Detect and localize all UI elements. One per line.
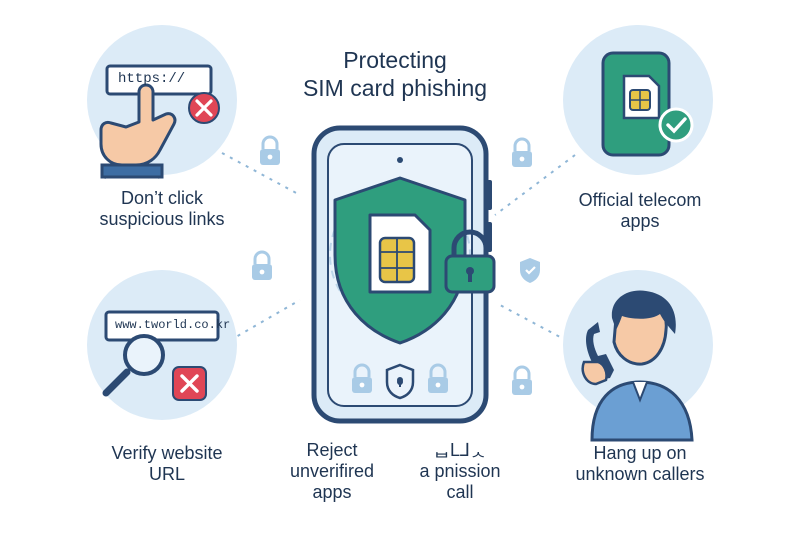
person-on-phone-icon xyxy=(581,290,694,442)
tip-reject-line-2: unverifired xyxy=(289,461,375,482)
shield-check-icon xyxy=(520,258,540,283)
telecom-illustration xyxy=(563,25,713,175)
lock-icon xyxy=(250,250,274,282)
tip-reject-line-1: Reject xyxy=(306,440,358,460)
padlock-icon xyxy=(444,229,496,294)
title-line-1: Protecting xyxy=(343,47,447,73)
website-illustration xyxy=(87,270,237,420)
tip-telecom-line-2: apps xyxy=(620,211,660,232)
error-icon xyxy=(188,92,220,124)
error-icon xyxy=(172,366,207,401)
tip-permission-label: ᆸL⅃ᆺ a pnission call xyxy=(395,440,525,504)
links-illustration xyxy=(87,25,237,180)
check-icon xyxy=(658,107,694,143)
callers-illustration xyxy=(563,270,713,442)
tip-permission-line-2: a pnission xyxy=(419,461,501,482)
tip-website-line-2: URL xyxy=(148,464,185,485)
tip-permission-line-1: ᆸL⅃ᆺ xyxy=(433,440,487,460)
tip-reject-line-3: apps xyxy=(312,482,352,503)
keyhole-shield-icon xyxy=(385,363,415,400)
tip-reject-label: Reject unverifired apps xyxy=(272,440,392,504)
tip-links-line-1: Don’t click xyxy=(120,188,204,208)
sim-card-icon xyxy=(368,213,432,294)
title-line-2: SIM card phishing xyxy=(302,75,488,102)
url-text-links: https:// xyxy=(118,71,186,87)
lock-icon xyxy=(510,365,534,397)
tip-website-line-1: Verify website xyxy=(111,443,223,463)
tip-links-line-2: suspicious links xyxy=(99,209,225,230)
lock-icon xyxy=(510,137,534,169)
center-phone xyxy=(311,125,496,424)
url-text-website: www.tworld.co.kr xyxy=(115,318,231,332)
tip-telecom-line-1: Official telecom xyxy=(578,190,702,210)
tip-website-label: Verify website URL xyxy=(82,443,252,485)
dotted-connectors xyxy=(221,152,576,346)
tip-telecom-label: Official telecom apps xyxy=(555,190,725,232)
pointing-hand-icon xyxy=(99,83,177,180)
phone-icon xyxy=(601,51,671,157)
tip-links-label: Don’t click suspicious links xyxy=(72,188,252,230)
tip-permission-line-3: call xyxy=(446,482,474,503)
lock-icon xyxy=(258,135,282,167)
tip-callers-label: Hang up on unknown callers xyxy=(545,443,735,485)
tip-callers-line-1: Hang up on xyxy=(593,443,687,463)
tip-callers-line-2: unknown callers xyxy=(575,464,705,485)
page-title: Protecting SIM card phishing xyxy=(255,46,535,102)
magnifier-icon xyxy=(102,334,165,397)
